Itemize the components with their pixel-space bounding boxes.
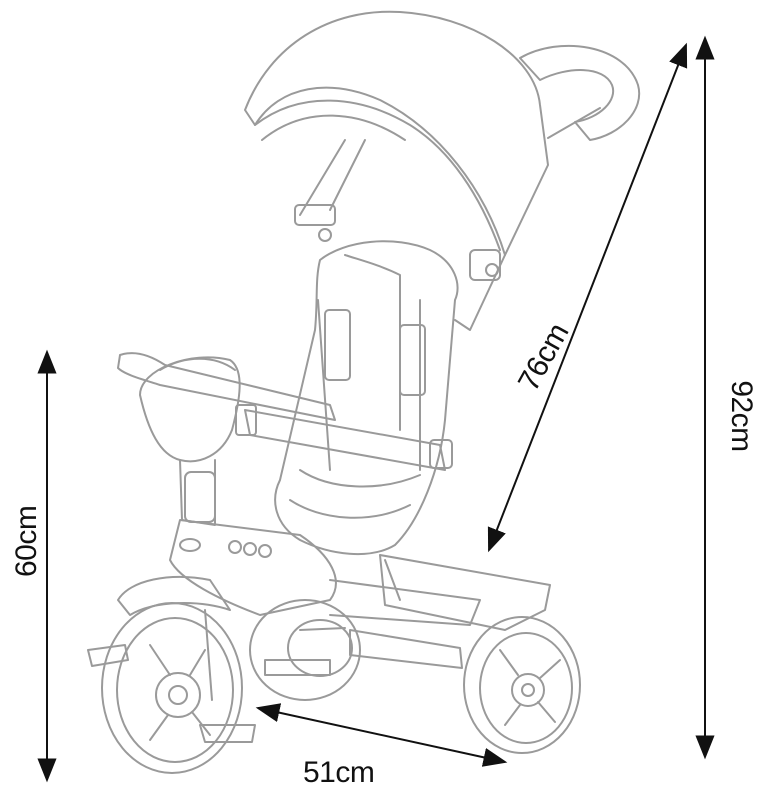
dimension-label-51cm: 51cm: [303, 756, 375, 789]
rear-wheel-left: [249, 599, 361, 701]
handlebar-and-basket: [117, 352, 336, 526]
dimension-label-92cm: 92cm: [725, 380, 758, 452]
dimension-arrow-51cm: [255, 703, 508, 767]
safety-bar: [235, 404, 453, 471]
dimension-arrow-76cm: [487, 42, 688, 553]
frame: [169, 519, 481, 669]
canopy: [244, 10, 549, 331]
front-mudguard: [117, 575, 231, 616]
rear-wheel-right: [463, 616, 581, 754]
rear-basket: [379, 554, 551, 631]
front-wheel: [101, 602, 243, 774]
dimension-label-60cm: 60cm: [10, 505, 43, 577]
tricycle-illustration: [87, 10, 641, 774]
